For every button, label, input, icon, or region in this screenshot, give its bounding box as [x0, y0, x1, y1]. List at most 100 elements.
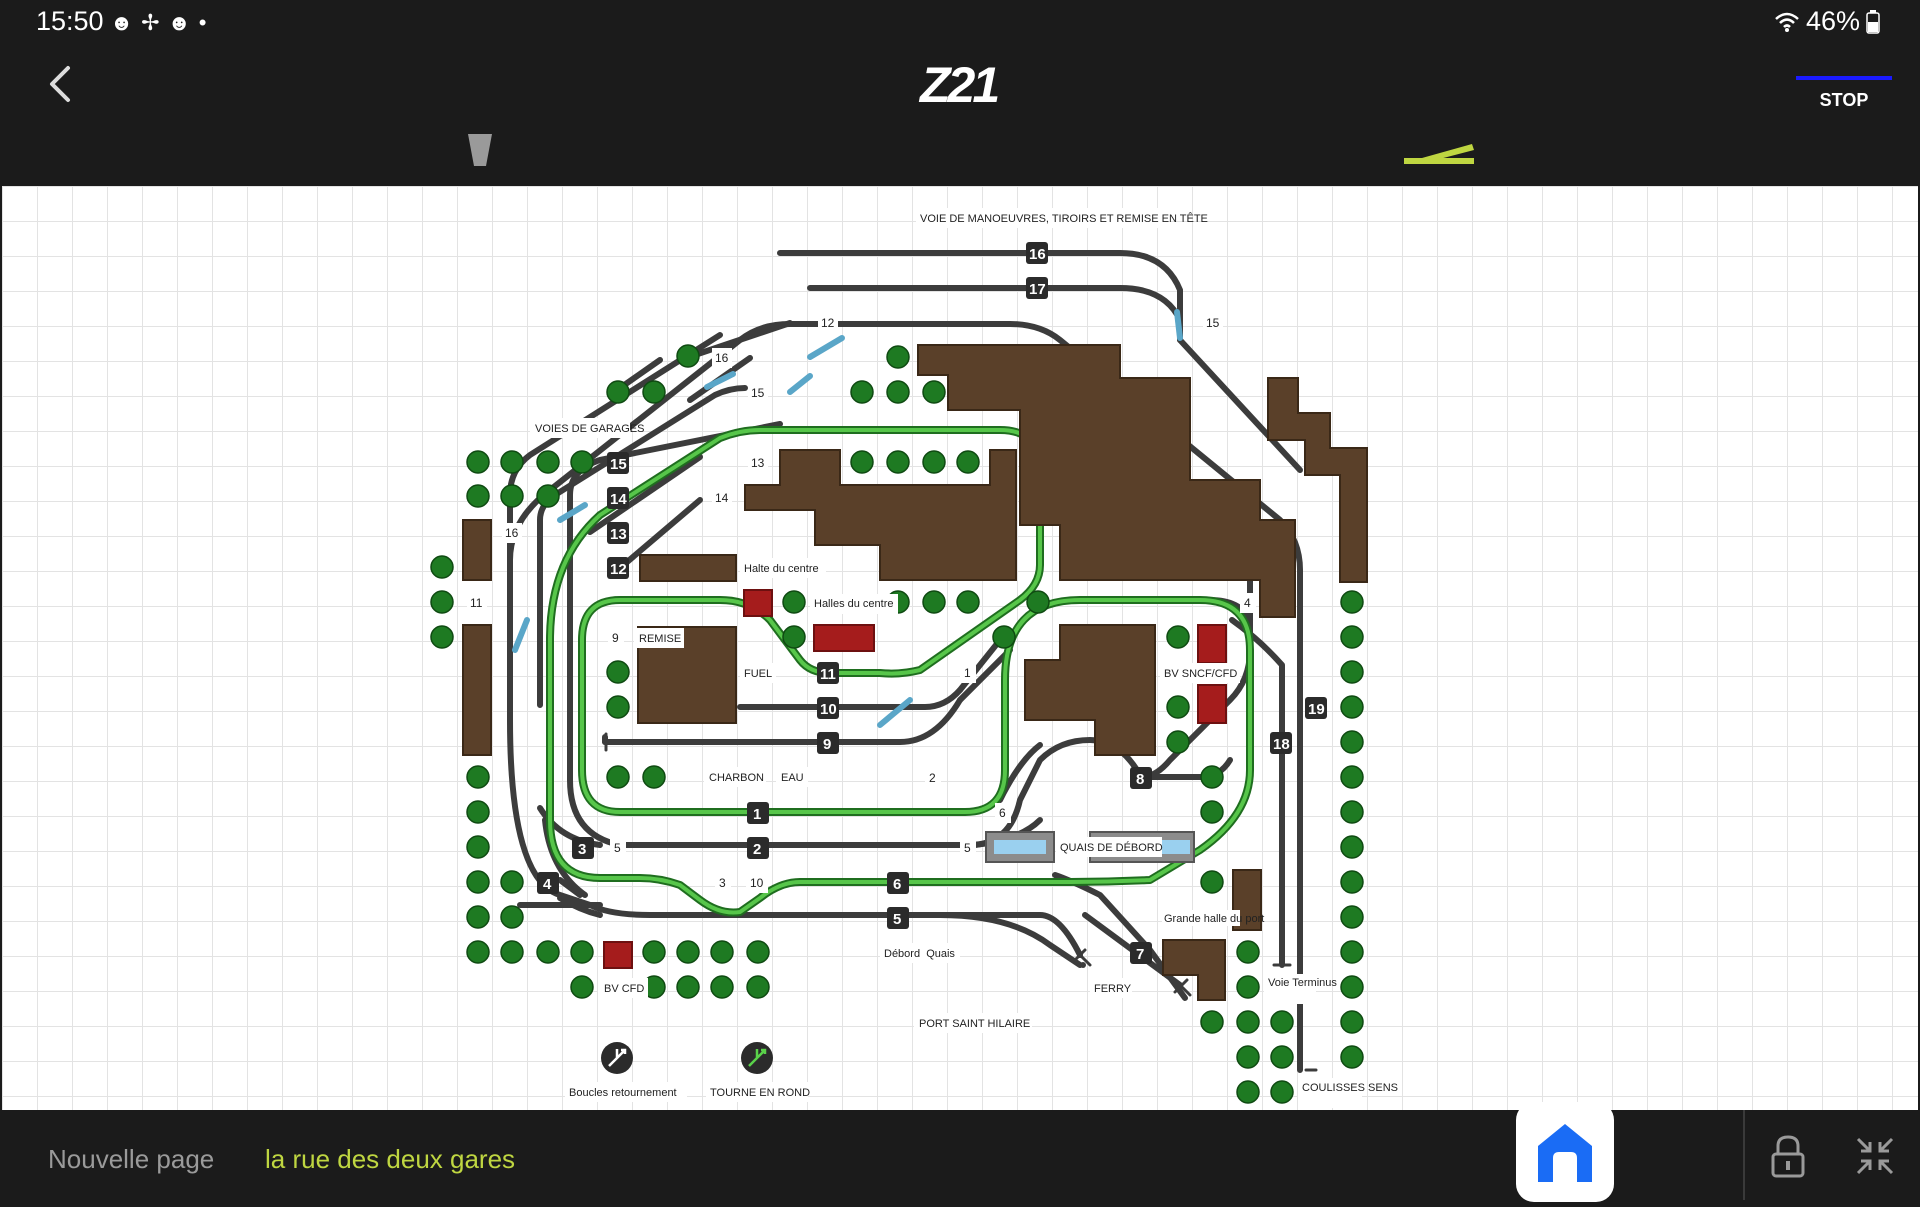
node-2[interactable]: 2	[747, 837, 769, 859]
num-5a: 5	[960, 838, 976, 858]
label-tourne-en-rond: TOURNE EN ROND	[706, 1082, 810, 1102]
svg-text:5: 5	[614, 841, 621, 855]
node-19[interactable]: 19	[1305, 697, 1327, 719]
svg-text:3: 3	[719, 876, 726, 890]
svg-text:11: 11	[820, 666, 836, 683]
svg-text:17: 17	[1029, 281, 1046, 298]
num-14: 14	[712, 488, 732, 508]
svg-text:BV CFD: BV CFD	[604, 983, 644, 995]
svg-text:16: 16	[505, 526, 519, 540]
node-5[interactable]: 5	[887, 907, 909, 929]
node-18[interactable]: 18	[1270, 732, 1292, 754]
node-10[interactable]: 10	[817, 697, 839, 719]
num-9: 9	[608, 628, 624, 648]
svg-text:TOURNE EN ROND: TOURNE EN ROND	[710, 1087, 810, 1099]
num-5b: 5	[610, 838, 626, 858]
label-halles-centre: Halles du centre	[810, 594, 898, 614]
track-layout-canvas[interactable]: VOIE DE MANOEUVRES, TIROIRS ET REMISE EN…	[2, 186, 1918, 1110]
page-tab-new[interactable]: Nouvelle page	[48, 1144, 215, 1174]
throttle-tab[interactable]	[464, 132, 496, 172]
label-bv-cfd: BV CFD	[598, 978, 648, 998]
label-charbon: CHARBON	[704, 767, 766, 787]
svg-text:7: 7	[1136, 946, 1144, 963]
stop-button[interactable]: STOP	[1796, 76, 1892, 116]
node-13[interactable]: 13	[607, 522, 629, 544]
route-arrow-icon-green	[748, 1048, 767, 1067]
page-tab-active[interactable]: la rue des deux gares	[265, 1144, 516, 1174]
track-layout-diagram: VOIE DE MANOEUVRES, TIROIRS ET REMISE EN…	[430, 208, 1398, 1108]
svg-text:10: 10	[820, 701, 837, 718]
node-12[interactable]: 12	[607, 557, 629, 579]
route-button-boucles[interactable]	[601, 1042, 633, 1074]
svg-text:Grande halle du port: Grande halle du port	[1164, 913, 1264, 925]
stop-indicator	[1796, 76, 1892, 80]
node-6[interactable]: 6	[887, 872, 909, 894]
node-1[interactable]: 1	[747, 802, 769, 824]
svg-text:VOIES DE GARAGES: VOIES DE GARAGES	[535, 423, 644, 435]
node-11[interactable]: 11	[817, 662, 839, 684]
label-remise: REMISE	[634, 628, 684, 648]
stop-label: STOP	[1819, 90, 1869, 110]
svg-text:REMISE: REMISE	[639, 633, 681, 645]
battery-percent: 46%	[1805, 6, 1860, 36]
svg-text:4: 4	[543, 876, 552, 893]
node-3[interactable]: 3	[572, 837, 594, 859]
node-14[interactable]: 14	[607, 487, 629, 509]
num-13: 13	[748, 453, 768, 473]
home-icon	[1538, 1124, 1592, 1182]
back-button[interactable]	[40, 62, 80, 106]
svg-text:6: 6	[999, 806, 1006, 820]
num-2: 2	[925, 768, 941, 788]
label-fuel: FUEL	[740, 663, 776, 683]
svg-text:QUAIS DE DÉBORD: QUAIS DE DÉBORD	[1060, 841, 1163, 854]
svg-text:13: 13	[610, 526, 627, 543]
label-boucles-retournement: Boucles retournement	[565, 1082, 687, 1102]
svg-text:FUEL: FUEL	[744, 668, 772, 680]
label-port-saint-hilaire: PORT SAINT HILAIRE	[914, 1013, 1032, 1033]
track-nodes: 16 17 15 14 13 12 11 10 9 1 2 3 4 5 6 7 …	[537, 242, 1327, 964]
num-12: 12	[818, 313, 838, 333]
num-11: 11	[467, 593, 487, 613]
label-quais-debord: QUAIS DE DÉBORD	[1056, 837, 1163, 857]
status-bar: 15:50 ☻✢☻• 46%	[0, 0, 1920, 44]
svg-text:9: 9	[823, 736, 831, 753]
svg-text:Halles du centre: Halles du centre	[814, 598, 894, 610]
svg-text:5: 5	[893, 911, 901, 928]
node-9[interactable]: 9	[817, 732, 839, 754]
num-4: 4	[1240, 593, 1256, 613]
node-4[interactable]: 4	[537, 872, 559, 894]
node-15[interactable]: 15	[607, 452, 629, 474]
svg-text:16: 16	[715, 351, 729, 365]
svg-text:Débord Quais: Débord Quais	[884, 948, 955, 960]
svg-text:Boucles retournement: Boucles retournement	[569, 1087, 677, 1099]
svg-text:1: 1	[753, 806, 761, 823]
svg-text:FERRY: FERRY	[1094, 983, 1132, 995]
svg-text:8: 8	[1136, 771, 1144, 788]
track-tab[interactable]	[1402, 140, 1476, 168]
node-16[interactable]: 16	[1026, 242, 1048, 264]
route-button-tourne-en-rond[interactable]	[741, 1042, 773, 1074]
svg-text:VOIE DE MANOEUVRES, TIROIRS ET: VOIE DE MANOEUVRES, TIROIRS ET REMISE EN…	[920, 212, 1208, 225]
shrink-icon	[1856, 1137, 1894, 1175]
svg-text:10: 10	[750, 876, 764, 890]
app-logo: Z21	[920, 57, 1000, 113]
svg-text:PORT SAINT HILAIRE: PORT SAINT HILAIRE	[919, 1018, 1030, 1030]
bottom-divider	[1743, 1110, 1745, 1200]
lock-button[interactable]	[1768, 1134, 1808, 1180]
svg-text:14: 14	[715, 491, 729, 505]
svg-text:5: 5	[964, 841, 971, 855]
chevron-left-icon	[50, 66, 70, 102]
node-8[interactable]: 8	[1130, 767, 1152, 789]
node-17[interactable]: 17	[1026, 277, 1048, 299]
home-button[interactable]	[1516, 1102, 1614, 1202]
svg-text:15: 15	[610, 456, 627, 473]
svg-text:16: 16	[1029, 246, 1046, 263]
label-halte-centre: Halte du centre	[740, 558, 826, 578]
svg-text:18: 18	[1273, 736, 1290, 753]
turnout-icon	[1404, 144, 1474, 164]
shrink-button[interactable]	[1855, 1136, 1895, 1176]
track-blue-segments	[512, 309, 1183, 728]
label-voies-garages: VOIES DE GARAGES	[530, 418, 644, 438]
node-7[interactable]: 7	[1130, 942, 1152, 964]
label-bv-sncf-cfd: BV SNCF/CFD	[1160, 663, 1240, 683]
